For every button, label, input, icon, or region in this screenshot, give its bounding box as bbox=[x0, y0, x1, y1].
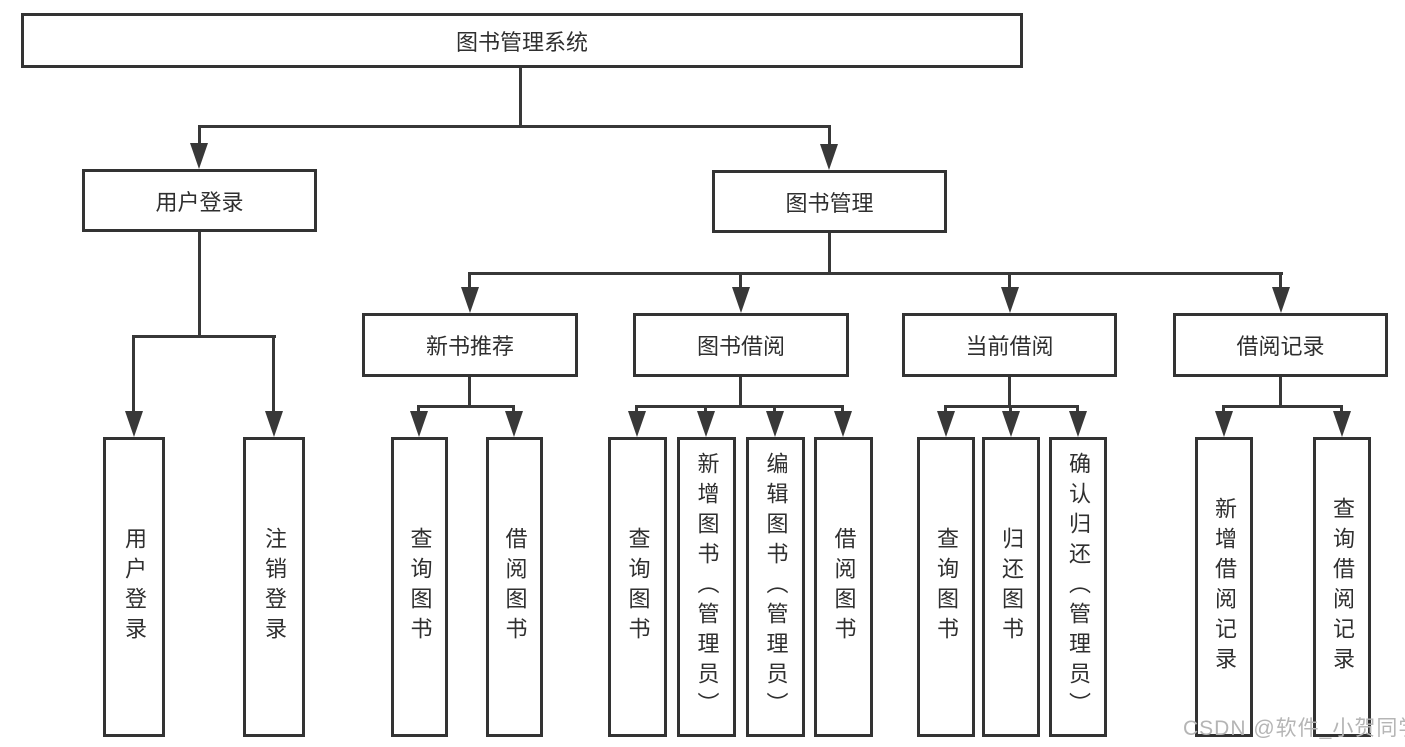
branch-node-book-management: 图书管理 bbox=[712, 170, 947, 233]
connector-line bbox=[945, 405, 1079, 408]
leaf-node-query-books-borrowing-label: 查询图书 bbox=[625, 527, 651, 647]
connector-line bbox=[1009, 405, 1012, 413]
leaf-node-query-borrow-record: 查询借阅记录 bbox=[1313, 437, 1371, 737]
connector-line bbox=[704, 405, 707, 413]
leaf-node-edit-books-admin-label: 编辑图书（管理员） bbox=[763, 452, 789, 722]
leaf-node-user-login-label: 用户登录 bbox=[122, 527, 147, 647]
root-node: 图书管理系统 bbox=[21, 13, 1023, 68]
leaf-node-query-books-current-label: 查询图书 bbox=[934, 527, 959, 647]
connector-line bbox=[1008, 272, 1011, 288]
connector-line bbox=[418, 405, 515, 408]
connector-line bbox=[828, 125, 831, 144]
group-node-book-borrowing: 图书借阅 bbox=[633, 313, 849, 377]
leaf-node-query-books-recommend: 查询图书 bbox=[391, 437, 448, 737]
leaf-node-add-books-admin-label: 新增图书（管理员） bbox=[694, 452, 720, 722]
connector-line bbox=[739, 377, 742, 405]
arrowhead-icon bbox=[820, 144, 838, 170]
connector-line bbox=[512, 405, 515, 413]
leaf-node-add-borrow-record: 新增借阅记录 bbox=[1195, 437, 1253, 737]
arrowhead-icon bbox=[1001, 287, 1019, 313]
connector-line bbox=[1340, 405, 1343, 413]
leaf-node-user-login: 用户登录 bbox=[103, 437, 165, 737]
branch-node-user-login: 用户登录 bbox=[82, 169, 317, 232]
group-node-borrowing-records: 借阅记录 bbox=[1173, 313, 1388, 377]
connector-line bbox=[828, 233, 831, 272]
connector-line bbox=[417, 405, 420, 413]
connector-line bbox=[841, 405, 844, 413]
arrowhead-icon bbox=[265, 411, 283, 437]
arrowhead-icon bbox=[190, 143, 208, 169]
leaf-node-return-books: 归还图书 bbox=[982, 437, 1040, 737]
leaf-node-query-books-current: 查询图书 bbox=[917, 437, 975, 737]
leaf-node-return-books-label: 归还图书 bbox=[999, 527, 1024, 647]
arrowhead-icon bbox=[766, 411, 784, 437]
connector-line bbox=[468, 377, 471, 405]
arrowhead-icon bbox=[505, 411, 523, 437]
branch-node-book-management-label: 图书管理 bbox=[785, 190, 874, 216]
arrowhead-icon bbox=[628, 411, 646, 437]
leaf-node-query-books-recommend-label: 查询图书 bbox=[407, 527, 433, 647]
leaf-node-borrow-books-recommend-label: 借阅图书 bbox=[502, 527, 528, 647]
arrowhead-icon bbox=[1002, 411, 1020, 437]
group-node-current-borrowing: 当前借阅 bbox=[902, 313, 1117, 377]
arrowhead-icon bbox=[937, 411, 955, 437]
connector-line bbox=[198, 232, 201, 335]
group-node-borrowing-records-label: 借阅记录 bbox=[1236, 334, 1325, 359]
arrowhead-icon bbox=[461, 287, 479, 313]
branch-node-user-login-label: 用户登录 bbox=[155, 189, 244, 215]
connector-line bbox=[635, 405, 638, 413]
leaf-node-logout: 注销登录 bbox=[243, 437, 305, 737]
leaf-node-add-borrow-record-label: 新增借阅记录 bbox=[1212, 497, 1237, 677]
leaf-node-query-borrow-record-label: 查询借阅记录 bbox=[1330, 497, 1355, 677]
connector-line bbox=[773, 405, 776, 413]
leaf-node-logout-label: 注销登录 bbox=[262, 527, 287, 647]
connector-line bbox=[944, 405, 947, 413]
group-node-current-borrowing-label: 当前借阅 bbox=[965, 334, 1054, 359]
leaf-node-borrow-books-recommend: 借阅图书 bbox=[486, 437, 543, 737]
group-node-new-book-recommendation-label: 新书推荐 bbox=[425, 334, 514, 359]
connector-line bbox=[468, 272, 471, 288]
connector-line bbox=[1279, 377, 1282, 405]
connector-line bbox=[1008, 377, 1011, 405]
connector-line bbox=[272, 335, 275, 412]
connector-line bbox=[468, 272, 1283, 275]
arrowhead-icon bbox=[697, 411, 715, 437]
leaf-node-edit-books-admin: 编辑图书（管理员） bbox=[746, 437, 805, 737]
connector-line bbox=[132, 335, 135, 412]
root-node-label: 图书管理系统 bbox=[455, 29, 588, 55]
leaf-node-borrow-books-borrowing-label: 借阅图书 bbox=[831, 527, 857, 647]
leaf-node-borrow-books-borrowing: 借阅图书 bbox=[814, 437, 873, 737]
arrowhead-icon bbox=[732, 287, 750, 313]
connector-line bbox=[132, 335, 276, 338]
connector-line bbox=[1222, 405, 1225, 413]
arrowhead-icon bbox=[410, 411, 428, 437]
connector-line bbox=[1076, 405, 1079, 413]
connector-line bbox=[198, 125, 831, 128]
connector-line bbox=[198, 125, 201, 143]
arrowhead-icon bbox=[1272, 287, 1290, 313]
connector-line bbox=[739, 272, 742, 288]
connector-line bbox=[1223, 405, 1343, 408]
leaf-node-add-books-admin: 新增图书（管理员） bbox=[677, 437, 736, 737]
csdn-watermark: CSDN @软件_小贺同学 bbox=[1183, 717, 1405, 740]
connector-line bbox=[1279, 272, 1282, 288]
arrowhead-icon bbox=[1215, 411, 1233, 437]
connector-line bbox=[519, 68, 522, 125]
arrowhead-icon bbox=[1333, 411, 1351, 437]
arrowhead-icon bbox=[125, 411, 143, 437]
group-node-new-book-recommendation: 新书推荐 bbox=[362, 313, 578, 377]
leaf-node-query-books-borrowing: 查询图书 bbox=[608, 437, 667, 737]
leaf-node-confirm-return-admin-label: 确认归还（管理员） bbox=[1066, 452, 1091, 722]
arrowhead-icon bbox=[1069, 411, 1087, 437]
arrowhead-icon bbox=[834, 411, 852, 437]
leaf-node-confirm-return-admin: 确认归还（管理员） bbox=[1049, 437, 1107, 737]
group-node-book-borrowing-label: 图书借阅 bbox=[696, 334, 785, 359]
connector-line bbox=[636, 405, 844, 408]
